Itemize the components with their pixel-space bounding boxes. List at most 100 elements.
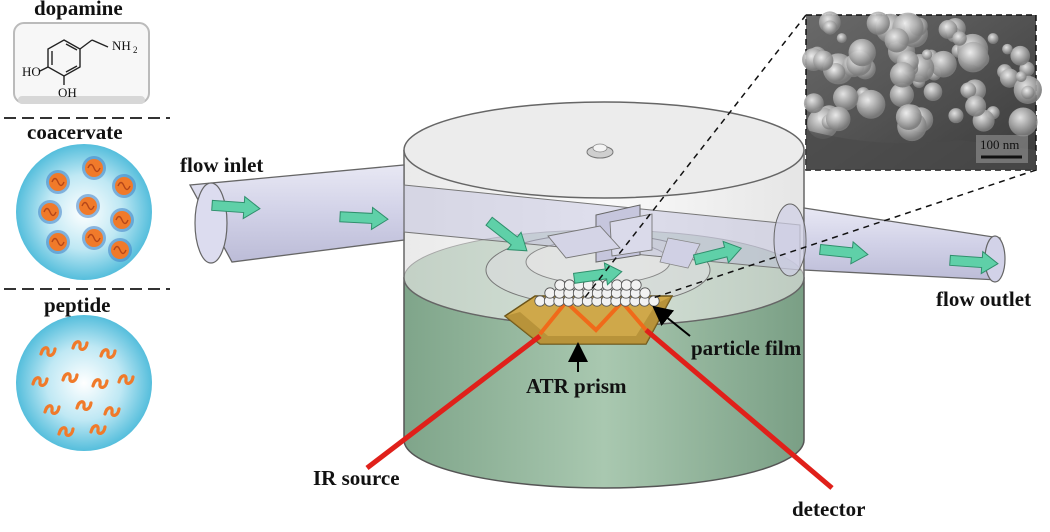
coacervate-globule bbox=[82, 156, 106, 180]
ir-source-label: IR source bbox=[313, 466, 400, 490]
outlet-tube[interactable] bbox=[803, 207, 1001, 281]
peptide-chain bbox=[57, 426, 75, 437]
film-particle bbox=[648, 295, 660, 307]
coacervate-globule bbox=[108, 238, 132, 262]
sem-inset: 100 nm bbox=[582, 11, 1042, 301]
sample-holder-side bbox=[659, 237, 701, 269]
sem-particle bbox=[803, 93, 824, 114]
coacervate-globule bbox=[76, 194, 100, 218]
sem-particle bbox=[1015, 71, 1027, 82]
coacervate-panel bbox=[16, 144, 152, 280]
sem-particle bbox=[889, 62, 916, 88]
flow-arrow bbox=[572, 262, 623, 286]
peptide-chains bbox=[31, 340, 135, 437]
sem-particle bbox=[948, 108, 964, 124]
coacervate-globule bbox=[46, 230, 70, 254]
film-particle bbox=[611, 279, 623, 291]
peptide-chain bbox=[61, 372, 79, 383]
sem-particle bbox=[836, 33, 847, 44]
peptide-droplet bbox=[16, 315, 152, 451]
nh2-subscript: 2 bbox=[133, 45, 138, 55]
dopamine-box bbox=[13, 22, 150, 104]
film-particle bbox=[534, 295, 546, 307]
sem-particle bbox=[848, 38, 876, 67]
sem-particle bbox=[825, 106, 851, 132]
sem-particle bbox=[999, 68, 1020, 88]
sem-particle bbox=[866, 11, 890, 35]
sem-particle bbox=[957, 41, 989, 73]
film-particle bbox=[554, 279, 566, 291]
coacervate-globule bbox=[82, 226, 106, 250]
flow-arrow bbox=[211, 195, 261, 220]
dopamine-panel: NH 2 HO OH bbox=[13, 22, 150, 104]
coacervate-globule bbox=[38, 200, 62, 224]
zoom-line-left bbox=[582, 14, 807, 301]
flow-inlet-label: flow inlet bbox=[180, 153, 264, 177]
film-particle bbox=[620, 279, 633, 291]
flow-outlet-label: flow outlet bbox=[936, 287, 1032, 311]
sem-nanoparticles bbox=[802, 11, 1042, 170]
sem-particle bbox=[813, 50, 834, 71]
flow-arrow bbox=[339, 206, 389, 231]
ho-label: HO bbox=[22, 64, 41, 79]
sem-particle bbox=[826, 63, 846, 83]
peptide-chain bbox=[71, 340, 89, 351]
flow-arrow bbox=[692, 240, 743, 266]
peptide-panel bbox=[16, 315, 152, 451]
coacervate-globule bbox=[110, 208, 134, 232]
peptide-chain bbox=[43, 404, 61, 415]
atr-prism-label: ATR prism bbox=[526, 374, 627, 398]
outlet-collar bbox=[773, 203, 807, 277]
sem-particle bbox=[921, 49, 933, 60]
ir-beam-detector bbox=[644, 328, 834, 490]
peptide-chain bbox=[103, 406, 121, 417]
film-particle bbox=[544, 287, 556, 299]
coacervate-title: coacervate bbox=[27, 120, 123, 144]
coacervate-globule bbox=[46, 170, 70, 194]
sem-particle bbox=[1021, 85, 1035, 100]
ir-reflection-path bbox=[538, 298, 648, 336]
sem-particle bbox=[832, 85, 859, 111]
flow-arrow bbox=[485, 216, 528, 252]
dopamine-structure bbox=[39, 39, 109, 85]
sem-particle bbox=[952, 31, 967, 46]
sem-particle bbox=[856, 89, 886, 119]
scale-bar-label: 100 nm bbox=[980, 137, 1019, 152]
sem-particle bbox=[895, 104, 922, 131]
detector-label: detector bbox=[792, 497, 866, 521]
peptide-chain bbox=[31, 376, 49, 387]
sem-particle bbox=[965, 95, 987, 117]
sem-particle bbox=[823, 20, 838, 35]
peptide-chain bbox=[91, 378, 109, 389]
flow-arrow bbox=[949, 250, 999, 275]
ir-beam-source bbox=[365, 334, 542, 470]
particle-film-label: particle film bbox=[691, 336, 802, 360]
sem-particle bbox=[930, 50, 957, 78]
film-particle bbox=[630, 279, 642, 291]
sem-particle bbox=[960, 82, 977, 99]
oh-label: OH bbox=[58, 85, 77, 100]
particle-film-pointer bbox=[652, 305, 691, 337]
sem-particle bbox=[1008, 107, 1038, 137]
inlet-opening bbox=[194, 182, 228, 264]
zoom-line-right bbox=[652, 169, 1037, 299]
dopamine-title: dopamine bbox=[34, 0, 123, 20]
lid-port-cap bbox=[592, 143, 608, 153]
peptide-chain bbox=[89, 424, 107, 435]
coacervate-globules bbox=[38, 156, 136, 262]
sem-particle bbox=[1010, 45, 1031, 66]
flow-cell bbox=[188, 101, 1006, 490]
coacervate-globule bbox=[112, 174, 136, 198]
particle-film bbox=[534, 279, 660, 307]
liquid-chamber bbox=[403, 277, 805, 489]
film-particle bbox=[563, 279, 576, 291]
peptide-chain bbox=[99, 348, 117, 359]
peptide-chain bbox=[117, 374, 135, 385]
dopamine-box-shadow bbox=[18, 96, 145, 104]
nh2-label: NH bbox=[112, 38, 131, 53]
flow-arrows bbox=[211, 195, 999, 286]
peptide-title: peptide bbox=[44, 293, 111, 317]
sem-particle bbox=[987, 33, 999, 44]
